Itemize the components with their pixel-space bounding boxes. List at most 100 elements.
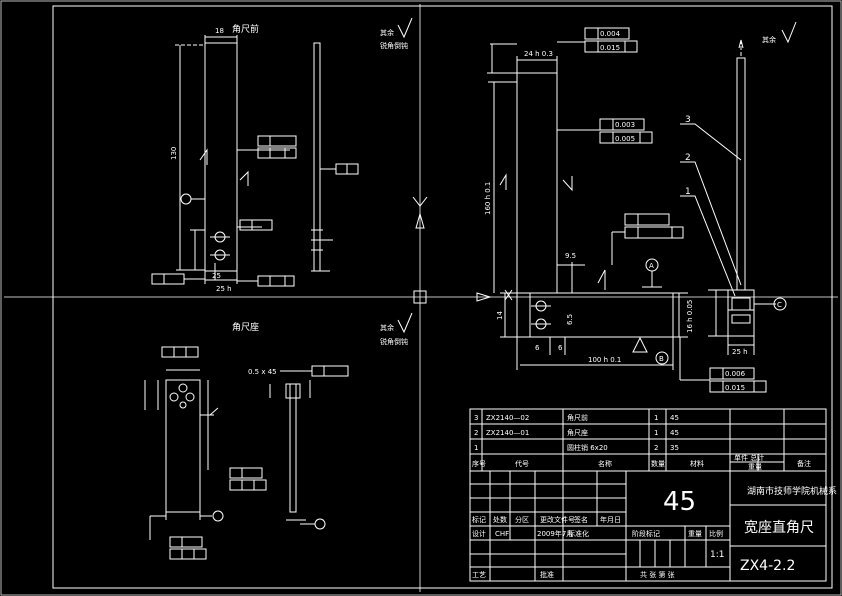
bom-row1-qty: 2 bbox=[654, 444, 658, 452]
dim-right-bl: 14 bbox=[496, 311, 504, 320]
bom-header-note: 备注 bbox=[797, 459, 811, 468]
roughness-symbol-bottom bbox=[397, 312, 413, 334]
view-title-top-left: 角尺前 bbox=[232, 23, 259, 35]
tol-1: 0.004 bbox=[600, 30, 621, 38]
dim-right-height: 160 h 0.1 bbox=[484, 182, 492, 215]
tl-datum-circle bbox=[180, 193, 192, 205]
part-number-1: 1 bbox=[685, 187, 691, 197]
roughness-note-bottom: 其余 bbox=[380, 323, 394, 332]
roughness-note-right: 其余 bbox=[762, 35, 776, 44]
bom-row3-name: 角尺前 bbox=[567, 413, 588, 422]
bom-row1-material: 35 bbox=[670, 444, 679, 452]
bom-row2-material: 45 bbox=[670, 429, 679, 437]
orientation-arrow-right bbox=[476, 292, 492, 302]
tl-blade-outline bbox=[204, 42, 238, 272]
dim-right-side-w: 25 h bbox=[732, 348, 748, 356]
dim-tl-width: 18 bbox=[215, 27, 224, 35]
title-drawing-no: ZX4-2.2 bbox=[740, 558, 795, 574]
dim-right-b1: 6 bbox=[535, 344, 540, 352]
leader-3 bbox=[680, 123, 742, 161]
bottom-left-view bbox=[144, 346, 349, 560]
bom-row2-code: ZX2140—01 bbox=[486, 429, 529, 437]
tb-label-sign: 签名 bbox=[574, 515, 588, 524]
bom-header-no: 序号 bbox=[472, 459, 486, 468]
tb-label-zone: 分区 bbox=[515, 515, 529, 524]
bom-row3-no: 3 bbox=[474, 414, 478, 422]
bom-header-name: 名称 bbox=[598, 459, 612, 468]
datum-b: B bbox=[659, 355, 664, 363]
leader-2 bbox=[680, 161, 742, 286]
orientation-arrow-top bbox=[415, 212, 425, 229]
tb-label-std: 标准化 bbox=[568, 529, 589, 538]
roughness-symbol-right bbox=[781, 21, 797, 44]
dim-right-width: 24 h 0.3 bbox=[524, 50, 553, 58]
bom-row3-code: ZX2140—02 bbox=[486, 414, 529, 422]
bom-header-weight: 重量 bbox=[748, 463, 762, 471]
tb-label-process: 工艺 bbox=[472, 571, 486, 579]
tb-label-stage: 阶段标记 bbox=[632, 529, 660, 538]
title-scale: 1:1 bbox=[710, 550, 724, 560]
tol-5: 0.006 bbox=[725, 370, 746, 378]
orientation-mark-top bbox=[412, 196, 428, 207]
bl-base-outline bbox=[165, 379, 201, 513]
view-title-bottom-left: 角尺座 bbox=[232, 321, 259, 333]
dim-tl-b2: 25 h bbox=[216, 285, 232, 293]
dim-tl-b1: 25 bbox=[212, 272, 221, 280]
title-school: 湖南市技师学院机械系 bbox=[747, 485, 837, 497]
tol-3: 0.003 bbox=[615, 121, 635, 129]
dim-bl-chamfer: 0.5 x 45 bbox=[248, 368, 277, 376]
assembly-base bbox=[516, 292, 674, 338]
title-block bbox=[469, 470, 827, 582]
datum-c: C bbox=[777, 301, 782, 309]
roughness-symbol-top bbox=[397, 17, 413, 39]
bl-side-view bbox=[285, 383, 301, 399]
assembly-blade bbox=[516, 72, 558, 294]
top-left-view bbox=[151, 35, 359, 287]
part-number-3: 3 bbox=[685, 115, 691, 125]
bom-row1-code: 圆柱销 6x20 bbox=[567, 443, 608, 452]
part-number-2: 2 bbox=[685, 153, 691, 163]
tb-label-scale: 比例 bbox=[709, 529, 723, 538]
tol-4: 0.005 bbox=[615, 135, 635, 143]
roughness-note-bottom-sub: 锐角倒钝 bbox=[380, 337, 408, 346]
bom-row2-qty: 1 bbox=[654, 429, 658, 437]
title-material: 45 bbox=[663, 487, 696, 517]
assembly-side-blade bbox=[736, 57, 746, 291]
dim-tl-height: 130 bbox=[170, 147, 178, 160]
roughness-note-top-sub: 锐角倒钝 bbox=[380, 41, 408, 50]
tb-label-weight: 重量 bbox=[688, 530, 702, 538]
bom-row1-no: 1 bbox=[474, 444, 478, 452]
bom-header-unit-weight: 单件 总计 bbox=[734, 453, 764, 462]
tb-label-design: 设计 bbox=[472, 529, 486, 538]
leader-1 bbox=[680, 195, 736, 297]
dim-right-h: 9.5 bbox=[565, 252, 576, 260]
bom-header-material: 材料 bbox=[690, 459, 704, 468]
center-box bbox=[413, 290, 427, 304]
datum-a: A bbox=[649, 262, 654, 270]
bom-row2-name: 角尺座 bbox=[567, 428, 588, 437]
tb-label-change-doc: 更改文件号 bbox=[540, 515, 575, 524]
assembly-side-base bbox=[727, 289, 755, 337]
dim-right-b2: 6 bbox=[558, 344, 563, 352]
tl-side-view bbox=[313, 42, 321, 272]
dim-right-h2: 6.5 bbox=[566, 314, 574, 325]
tb-label-mark: 标记 bbox=[472, 515, 486, 524]
tol-2: 0.015 bbox=[600, 44, 620, 52]
tol-6: 0.015 bbox=[725, 384, 745, 392]
dim-right-side: 16 h 0.05 bbox=[686, 300, 694, 333]
bom-header-qty: 数量 bbox=[651, 459, 665, 468]
bom-header-code: 代号 bbox=[515, 459, 529, 468]
tb-label-sheets: 共 张 第 张 bbox=[640, 570, 675, 579]
tb-designer: CHF bbox=[495, 530, 509, 538]
tb-design-date: 2009年7月 bbox=[537, 529, 573, 538]
tb-label-date: 年月日 bbox=[600, 515, 621, 524]
roughness-note-top: 其余 bbox=[380, 28, 394, 37]
right-assembly-view bbox=[487, 27, 787, 393]
tb-label-count: 处数 bbox=[493, 515, 507, 524]
bom-row3-material: 45 bbox=[670, 414, 679, 422]
bom-row3-qty: 1 bbox=[654, 414, 658, 422]
bom-row2-no: 2 bbox=[474, 429, 478, 437]
bom-table bbox=[469, 408, 827, 472]
